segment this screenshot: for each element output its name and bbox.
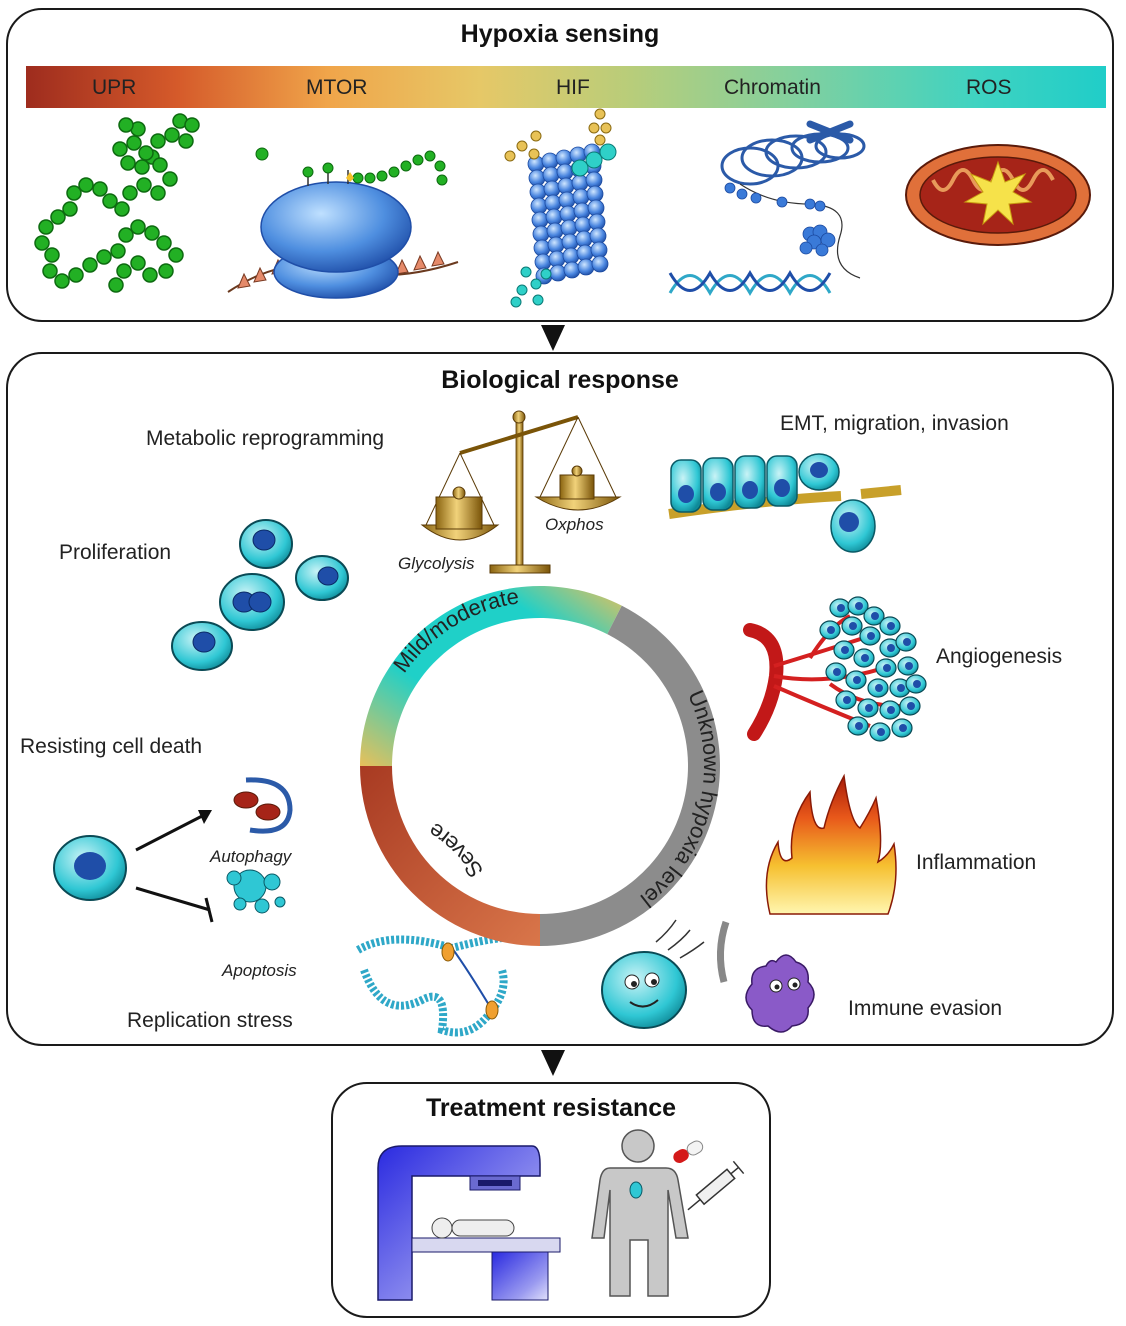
unfolded-protein-icon <box>34 113 200 293</box>
label-angiogenesis: Angiogenesis <box>936 645 1063 668</box>
radiotherapy-machine-icon <box>377 1145 561 1301</box>
proteasome-icon <box>504 108 617 308</box>
immune-evasion-icon <box>601 919 815 1033</box>
mechanism-label-hif: HIF <box>556 76 590 99</box>
svg-text:Mild/moderate: Mild/moderate <box>388 583 520 677</box>
label-mild-moderate: Mild/moderate <box>388 583 520 677</box>
label-emt: EMT, migration, invasion <box>780 412 1009 435</box>
chromatin-icon <box>668 120 866 297</box>
balance-scale-icon <box>420 410 622 574</box>
angiogenesis-icon <box>743 596 927 742</box>
hypoxia-sensing-title: Hypoxia sensing <box>460 20 660 48</box>
label-autophagy: Autophagy <box>210 847 292 866</box>
label-glycolysis: Glycolysis <box>398 554 475 573</box>
cell-death-resistance-icon <box>53 777 293 923</box>
mechanism-label-mtor: MTOR <box>306 76 368 99</box>
label-immune-evasion: Immune evasion <box>848 997 1003 1020</box>
biological-response-title: Biological response <box>441 366 679 394</box>
label-proliferation: Proliferation <box>59 541 172 564</box>
treatment-resistance-title: Treatment resistance <box>425 1094 677 1122</box>
emt-cells-icon <box>668 453 902 553</box>
mitochondrion-icon <box>905 144 1091 246</box>
down-arrow-icon <box>541 1050 565 1076</box>
label-oxphos: Oxphos <box>545 515 604 534</box>
proliferating-cells-icon <box>171 519 349 671</box>
label-replication-stress: Replication stress <box>127 1009 293 1032</box>
sensing-gradient-bar <box>26 66 1106 108</box>
hypoxia-level-ring: Mild/moderate Unknown hypoxia level Seve… <box>360 583 724 946</box>
mechanism-label-chromatin: Chromatin <box>724 76 821 99</box>
label-resisting-cell-death: Resisting cell death <box>20 735 203 758</box>
ribosome-icon <box>227 147 459 299</box>
mechanism-label-upr: UPR <box>92 76 137 99</box>
unknown-level-segment <box>540 605 720 946</box>
down-arrow-icon <box>541 325 565 351</box>
mechanism-label-ros: ROS <box>966 76 1012 99</box>
label-inflammation: Inflammation <box>916 851 1037 874</box>
mild-level-segment <box>360 586 622 766</box>
severe-level-segment <box>360 766 540 946</box>
patient-treatment-icon <box>591 1129 745 1297</box>
dna-replication-icon <box>355 933 534 1037</box>
label-apoptosis: Apoptosis <box>222 961 297 980</box>
fire-icon <box>765 773 897 915</box>
label-metabolic-reprogramming: Metabolic reprogramming <box>146 427 385 450</box>
